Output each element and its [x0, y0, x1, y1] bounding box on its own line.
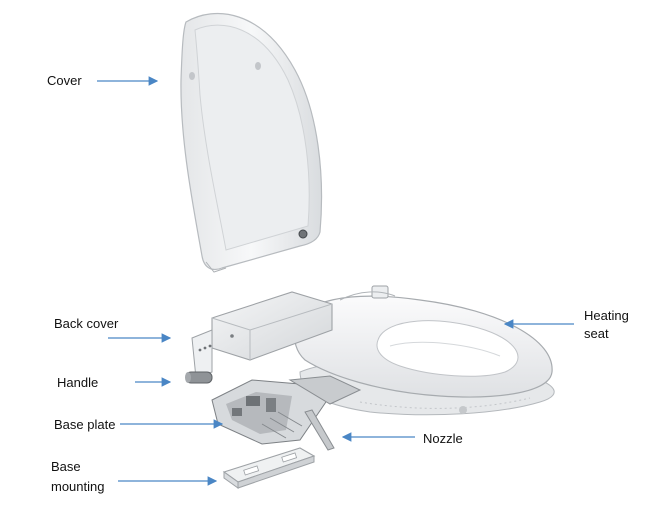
heating-seat-part [293, 285, 553, 398]
label-cover: Cover [47, 73, 82, 88]
base-mounting-part [222, 447, 316, 489]
label-base-mounting-line2: mounting [51, 479, 105, 494]
label-base-plate: Base plate [54, 417, 116, 432]
label-handle: Handle [57, 375, 99, 390]
label-back-cover: Back cover [54, 316, 119, 331]
label-nozzle: Nozzle [423, 431, 463, 446]
label-base-mounting-line1: Base [51, 459, 81, 474]
cover-part [180, 12, 323, 273]
base-plate-part [211, 375, 362, 445]
nozzle-part [304, 409, 335, 451]
back-cover-part [191, 291, 333, 379]
callout-arrows [97, 76, 574, 486]
handle-part [185, 371, 213, 384]
label-heating-seat-line2: seat [584, 326, 609, 341]
label-heating-seat-line1: Heating [584, 308, 629, 323]
